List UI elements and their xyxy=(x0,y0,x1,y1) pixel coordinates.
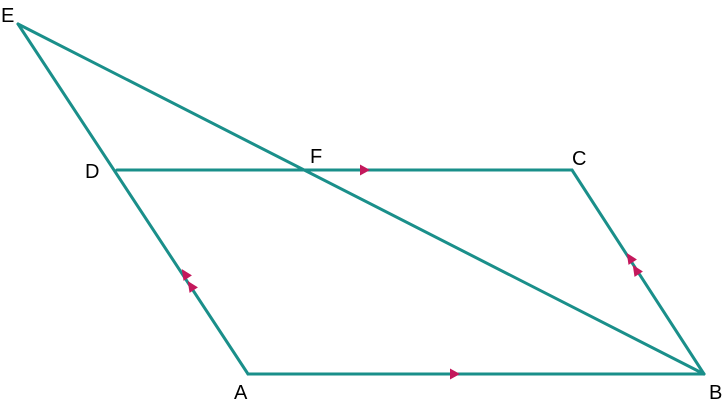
parallel-double-arrow-bc xyxy=(626,252,643,277)
vertex-label-a: A xyxy=(234,382,248,404)
segment-ae xyxy=(16,22,250,376)
vertex-label-c: C xyxy=(572,148,586,170)
vertex-label-f: F xyxy=(310,146,322,168)
vertex-label-d: D xyxy=(85,161,99,183)
segment-eb xyxy=(16,22,706,376)
parallel-arrow-ab xyxy=(450,368,460,380)
parallel-arrow-dc xyxy=(360,164,370,176)
parallel-double-arrow-ad xyxy=(181,268,198,293)
vertex-label-e: E xyxy=(1,5,14,27)
vertex-label-b: B xyxy=(709,382,722,404)
